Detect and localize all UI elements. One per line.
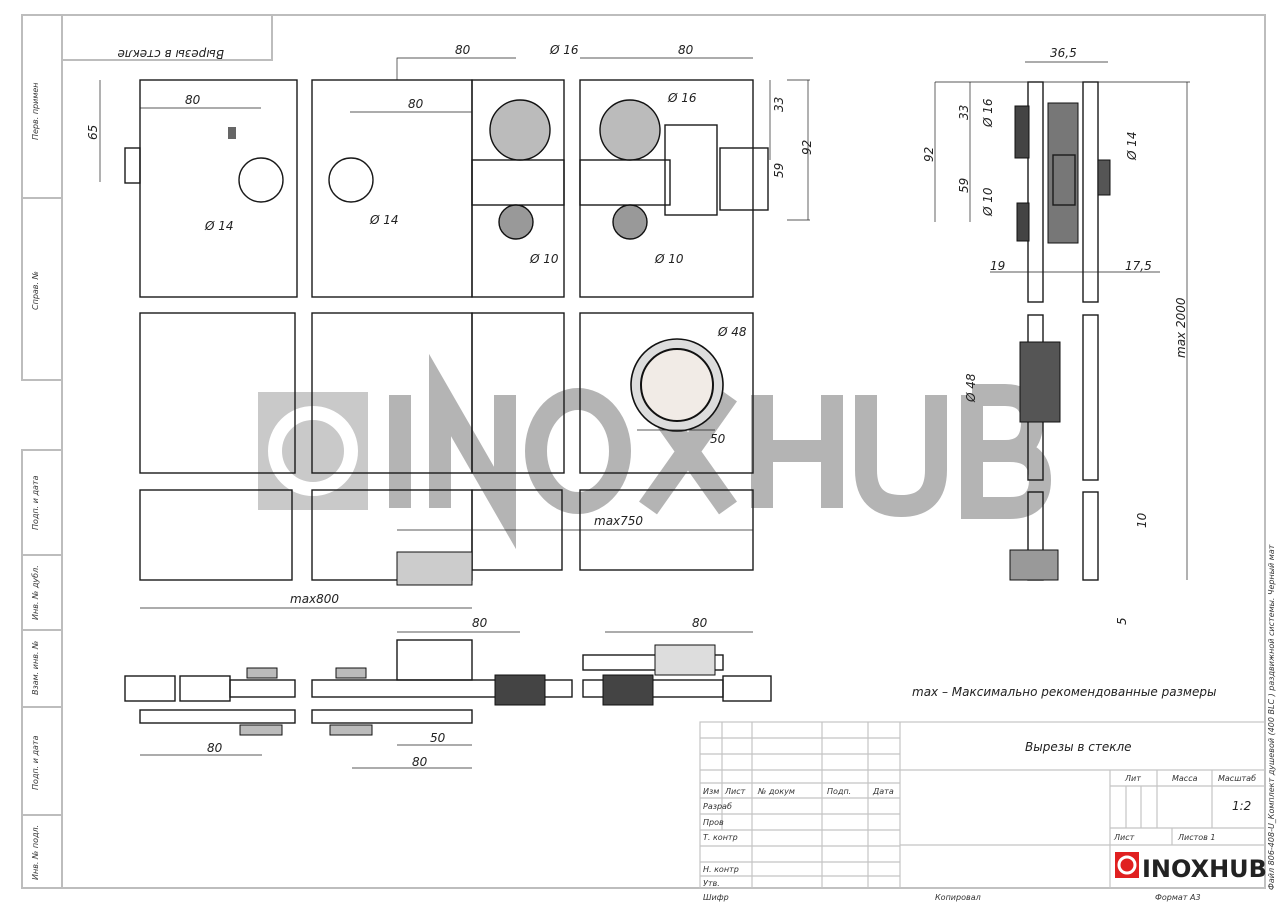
dimension-label: 92 <box>922 147 936 162</box>
dimension-label: 80 <box>185 93 201 107</box>
side-label: Инв. № подл. <box>31 825 40 880</box>
scale-label: Масштаб <box>1218 774 1256 783</box>
dimension-label: 59 <box>772 163 786 178</box>
dimension-label: Ø 48 <box>717 325 747 339</box>
dimension-label: max 2000 <box>1174 297 1188 358</box>
role-norm-control: Н. контр <box>703 865 739 874</box>
side-label: Инв. № дубл. <box>31 565 40 620</box>
footer-copied: Копировал <box>935 893 981 902</box>
dimension-label: 92 <box>800 140 814 155</box>
drawing-title: Вырезы в стекле <box>1025 740 1132 754</box>
dimension-label: 80 <box>472 616 488 630</box>
header-izm: Изм <box>703 787 719 796</box>
header-list: Лист <box>724 787 746 796</box>
role-approved: Утв. <box>703 879 720 888</box>
side-view <box>934 61 1190 581</box>
side-label: Справ. № <box>31 271 40 310</box>
file-note: Файл 806-408-U_Комплект душевой (400 BLC… <box>1267 544 1276 890</box>
side-label: Взам. инв. № <box>31 641 40 695</box>
logo-text: INOXHUB <box>1142 855 1267 883</box>
dimension-label: Ø 48 <box>964 373 978 403</box>
dimension-label: Ø 14 <box>369 213 399 227</box>
max-note: max – Максимально рекомендованные размер… <box>912 685 1216 699</box>
dimension-label: 80 <box>692 616 708 630</box>
dimension-label: 10 <box>1135 512 1149 528</box>
dimension-label: Ø 10 <box>529 252 559 266</box>
dimension-label: Ø 10 <box>981 187 995 217</box>
scale-value: 1:2 <box>1232 799 1251 813</box>
dimension-label: Ø 14 <box>1125 131 1139 161</box>
dimension-label: 50 <box>710 432 726 446</box>
mirrored-stamp-title: Вырезы в стекле <box>117 47 224 61</box>
dimension-label: 80 <box>207 741 223 755</box>
dimension-label: 80 <box>455 43 471 57</box>
left-margin-boxes: Перв. примен Справ. № Подп. и дата Инв. … <box>21 14 63 889</box>
dimension-label: 19 <box>990 259 1005 273</box>
dimension-label: 17,5 <box>1125 259 1152 273</box>
front-view-dimensions: 80 65 Ø 14 80 Ø 14 80 Ø 16 80 Ø 16 33 92… <box>86 43 814 606</box>
dimension-label: Ø 10 <box>654 252 684 266</box>
dimension-label: 59 <box>957 178 971 193</box>
dimension-label: max800 <box>290 592 339 606</box>
footer-format: Формат A3 <box>1155 893 1201 902</box>
plan-view <box>124 631 772 769</box>
footer-cipher: Шифр <box>703 893 729 902</box>
sheets-count: Листов 1 <box>1177 833 1216 842</box>
dimension-label: 5 <box>1115 617 1129 625</box>
dimension-label: 33 <box>772 97 786 112</box>
side-label: Подп. и дата <box>31 735 40 790</box>
side-label: Перв. примен <box>31 82 40 140</box>
front-view <box>99 57 810 609</box>
lit-label: Лит <box>1124 774 1141 783</box>
header-doc: № докум <box>757 787 795 796</box>
dimension-label: 36,5 <box>1050 46 1077 60</box>
sheet-label: Лист <box>1113 833 1135 842</box>
dimension-label: Ø 16 <box>981 98 995 128</box>
mass-label: Масса <box>1172 774 1198 783</box>
side-label: Подп. и дата <box>31 475 40 530</box>
dimension-label: 65 <box>86 125 100 140</box>
dimension-label: Ø 16 <box>667 91 697 105</box>
plan-view-dimensions: 80 80 80 50 80 <box>207 616 708 769</box>
side-view-dimensions: 36,5 92 33 Ø 16 59 Ø 10 Ø 14 19 17,5 max… <box>922 46 1188 625</box>
dimension-label: 80 <box>678 43 694 57</box>
dimension-label: max750 <box>594 514 643 528</box>
role-checker: Пров <box>703 818 724 827</box>
dimension-label: Ø 16 <box>549 43 579 57</box>
role-tech-control: Т. контр <box>703 833 738 842</box>
dimension-label: 80 <box>408 97 424 111</box>
dimension-label: Ø 14 <box>204 219 234 233</box>
dimension-label: 80 <box>412 755 428 769</box>
watermark-lettering <box>389 353 1052 550</box>
mirrored-stamp-box <box>61 14 273 61</box>
dimension-label: 33 <box>957 105 971 120</box>
role-developer: Разраб <box>703 802 732 811</box>
sheet-border <box>61 14 1266 889</box>
watermark <box>258 353 1052 550</box>
header-sign: Подп. <box>827 787 851 796</box>
header-date: Дата <box>872 787 894 796</box>
title-block: Вырезы в стекле Изм Лист № докум Подп. Д… <box>699 721 1267 902</box>
dimension-label: 50 <box>430 731 446 745</box>
